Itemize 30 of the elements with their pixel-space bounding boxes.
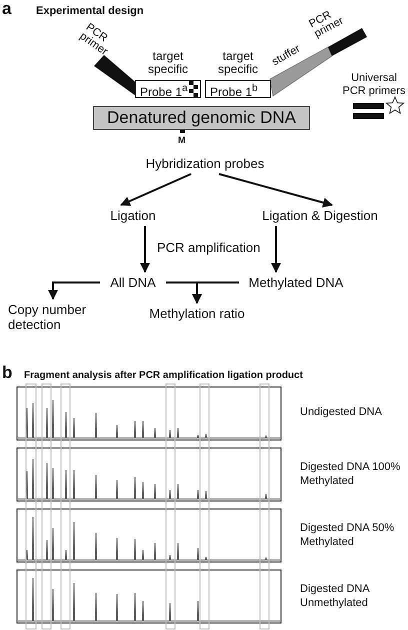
- step-label: Hybridization probes: [140, 156, 270, 171]
- arrow: [218, 173, 333, 208]
- arrow: [271, 226, 281, 273]
- dna-strand-box: [93, 106, 310, 130]
- step-label: Methylated DNA: [244, 275, 348, 290]
- probe-label: Probe 1$^{b}$: [210, 82, 258, 100]
- probe-label: Probe 1$^{a}$: [140, 82, 188, 100]
- panel-letter: a: [2, 0, 12, 18]
- step-label: PCR amplification: [157, 240, 260, 255]
- step-label: Ligation: [105, 208, 161, 223]
- probe-heading: target specific: [146, 50, 189, 76]
- primers-label: Universal PCR primers: [342, 72, 406, 98]
- arrow: [48, 282, 100, 300]
- probe-heading: target specific: [216, 50, 259, 76]
- panel-letter: b: [2, 364, 12, 382]
- arrow: [192, 282, 239, 304]
- arrow: [120, 173, 192, 206]
- trace-label: Digested DNA 100% Methylated: [300, 460, 402, 488]
- step-label: All DNA: [105, 275, 161, 290]
- trace-label: Digested DNA Unmethylated: [300, 582, 370, 610]
- trace-label: Digested DNA 50% Methylated: [300, 521, 396, 549]
- trace-label: Undigested DNA: [300, 405, 383, 419]
- step-label: Copy number detection: [8, 302, 98, 332]
- dna-label: Denatured genomic DNA: [106, 107, 297, 129]
- site-label: M: [178, 134, 186, 147]
- step-label: Methylation ratio: [143, 306, 251, 321]
- panel-title: Experimental design: [36, 4, 144, 19]
- step-label: Ligation & Digestion: [255, 208, 385, 223]
- arrow: [140, 226, 150, 273]
- panel-title: Fragment analysis after PCR amplification ligation product: [24, 369, 303, 383]
